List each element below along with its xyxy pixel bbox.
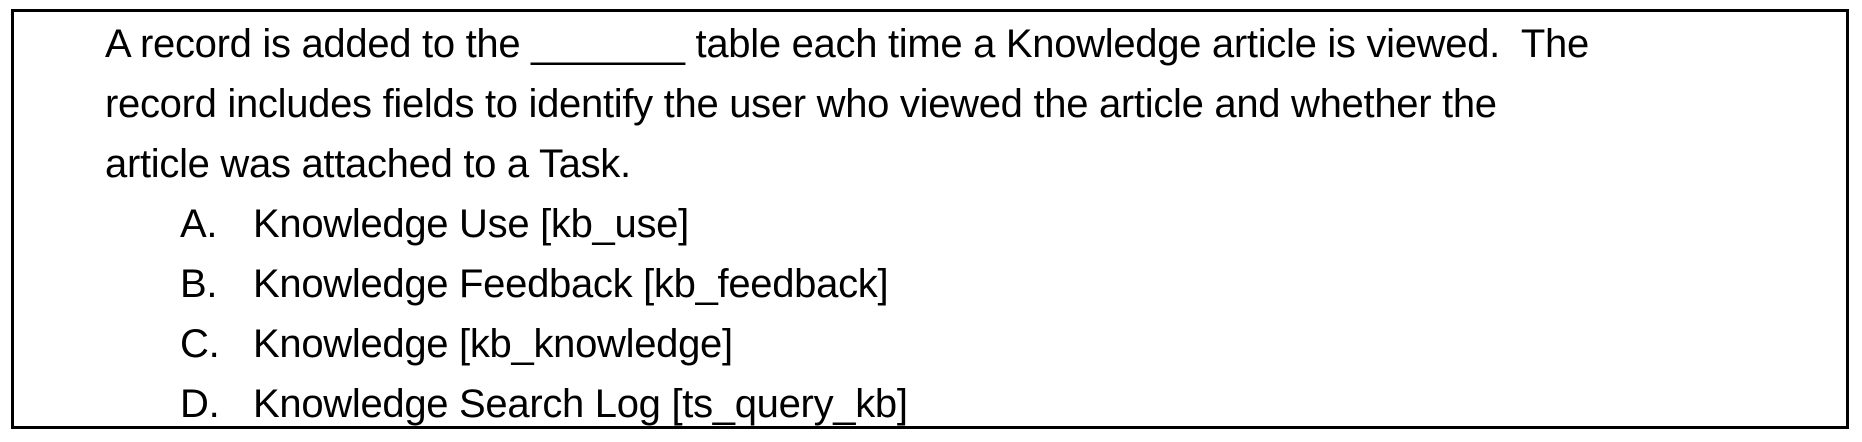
question-text: A record is added to the _______ table e… xyxy=(14,12,1846,194)
option-a-label: Knowledge Use [kb_use] xyxy=(253,202,689,246)
option-c-letter: C. xyxy=(180,322,220,366)
option-b-label: Knowledge Feedback [kb_feedback] xyxy=(253,262,889,306)
option-a-letter: A. xyxy=(180,202,218,246)
option-c: C. Knowledge [kb_knowledge] xyxy=(180,314,1846,374)
question-line-1: A record is added to the _______ table e… xyxy=(105,22,1589,66)
option-d-label: Knowledge Search Log [ts_query_kb] xyxy=(253,382,908,426)
option-b: B. Knowledge Feedback [kb_feedback] xyxy=(180,254,1846,314)
question-line-2: record includes fields to identify the u… xyxy=(105,82,1497,126)
option-c-label: Knowledge [kb_knowledge] xyxy=(253,322,733,366)
option-a: A. Knowledge Use [kb_use] xyxy=(180,194,1846,254)
option-d-letter: D. xyxy=(180,382,220,426)
option-b-letter: B. xyxy=(180,262,218,306)
question-line-3: article was attached to a Task. xyxy=(105,142,631,186)
question-box: A record is added to the _______ table e… xyxy=(11,9,1849,429)
option-d: D. Knowledge Search Log [ts_query_kb] xyxy=(180,374,1846,426)
answer-options: A. Knowledge Use [kb_use] B. Knowledge F… xyxy=(14,194,1846,426)
